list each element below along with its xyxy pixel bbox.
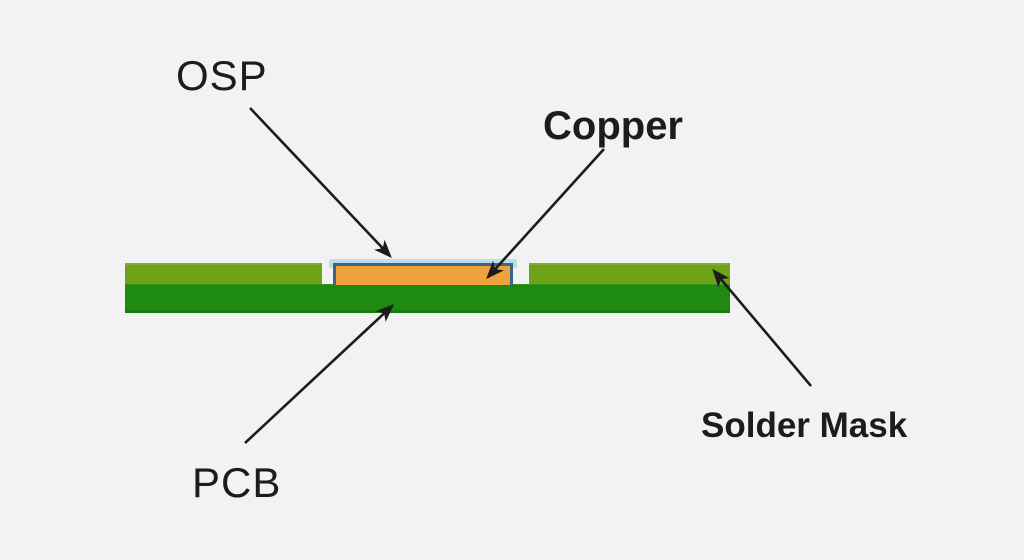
pcb-arrow bbox=[244, 304, 394, 444]
osp-arrow bbox=[249, 107, 392, 258]
copper-arrow bbox=[486, 148, 605, 280]
pcb-label: PCB bbox=[192, 459, 282, 506]
pcb-substrate-bar bbox=[125, 284, 730, 313]
solder-mask-right-segment bbox=[529, 263, 730, 284]
copper-label: Copper bbox=[543, 104, 683, 148]
copper-pad bbox=[333, 263, 513, 285]
solder-mask-left-segment bbox=[125, 263, 322, 284]
solder-mask-label: Solder Mask bbox=[701, 406, 908, 445]
osp-label: OSP bbox=[176, 52, 268, 99]
